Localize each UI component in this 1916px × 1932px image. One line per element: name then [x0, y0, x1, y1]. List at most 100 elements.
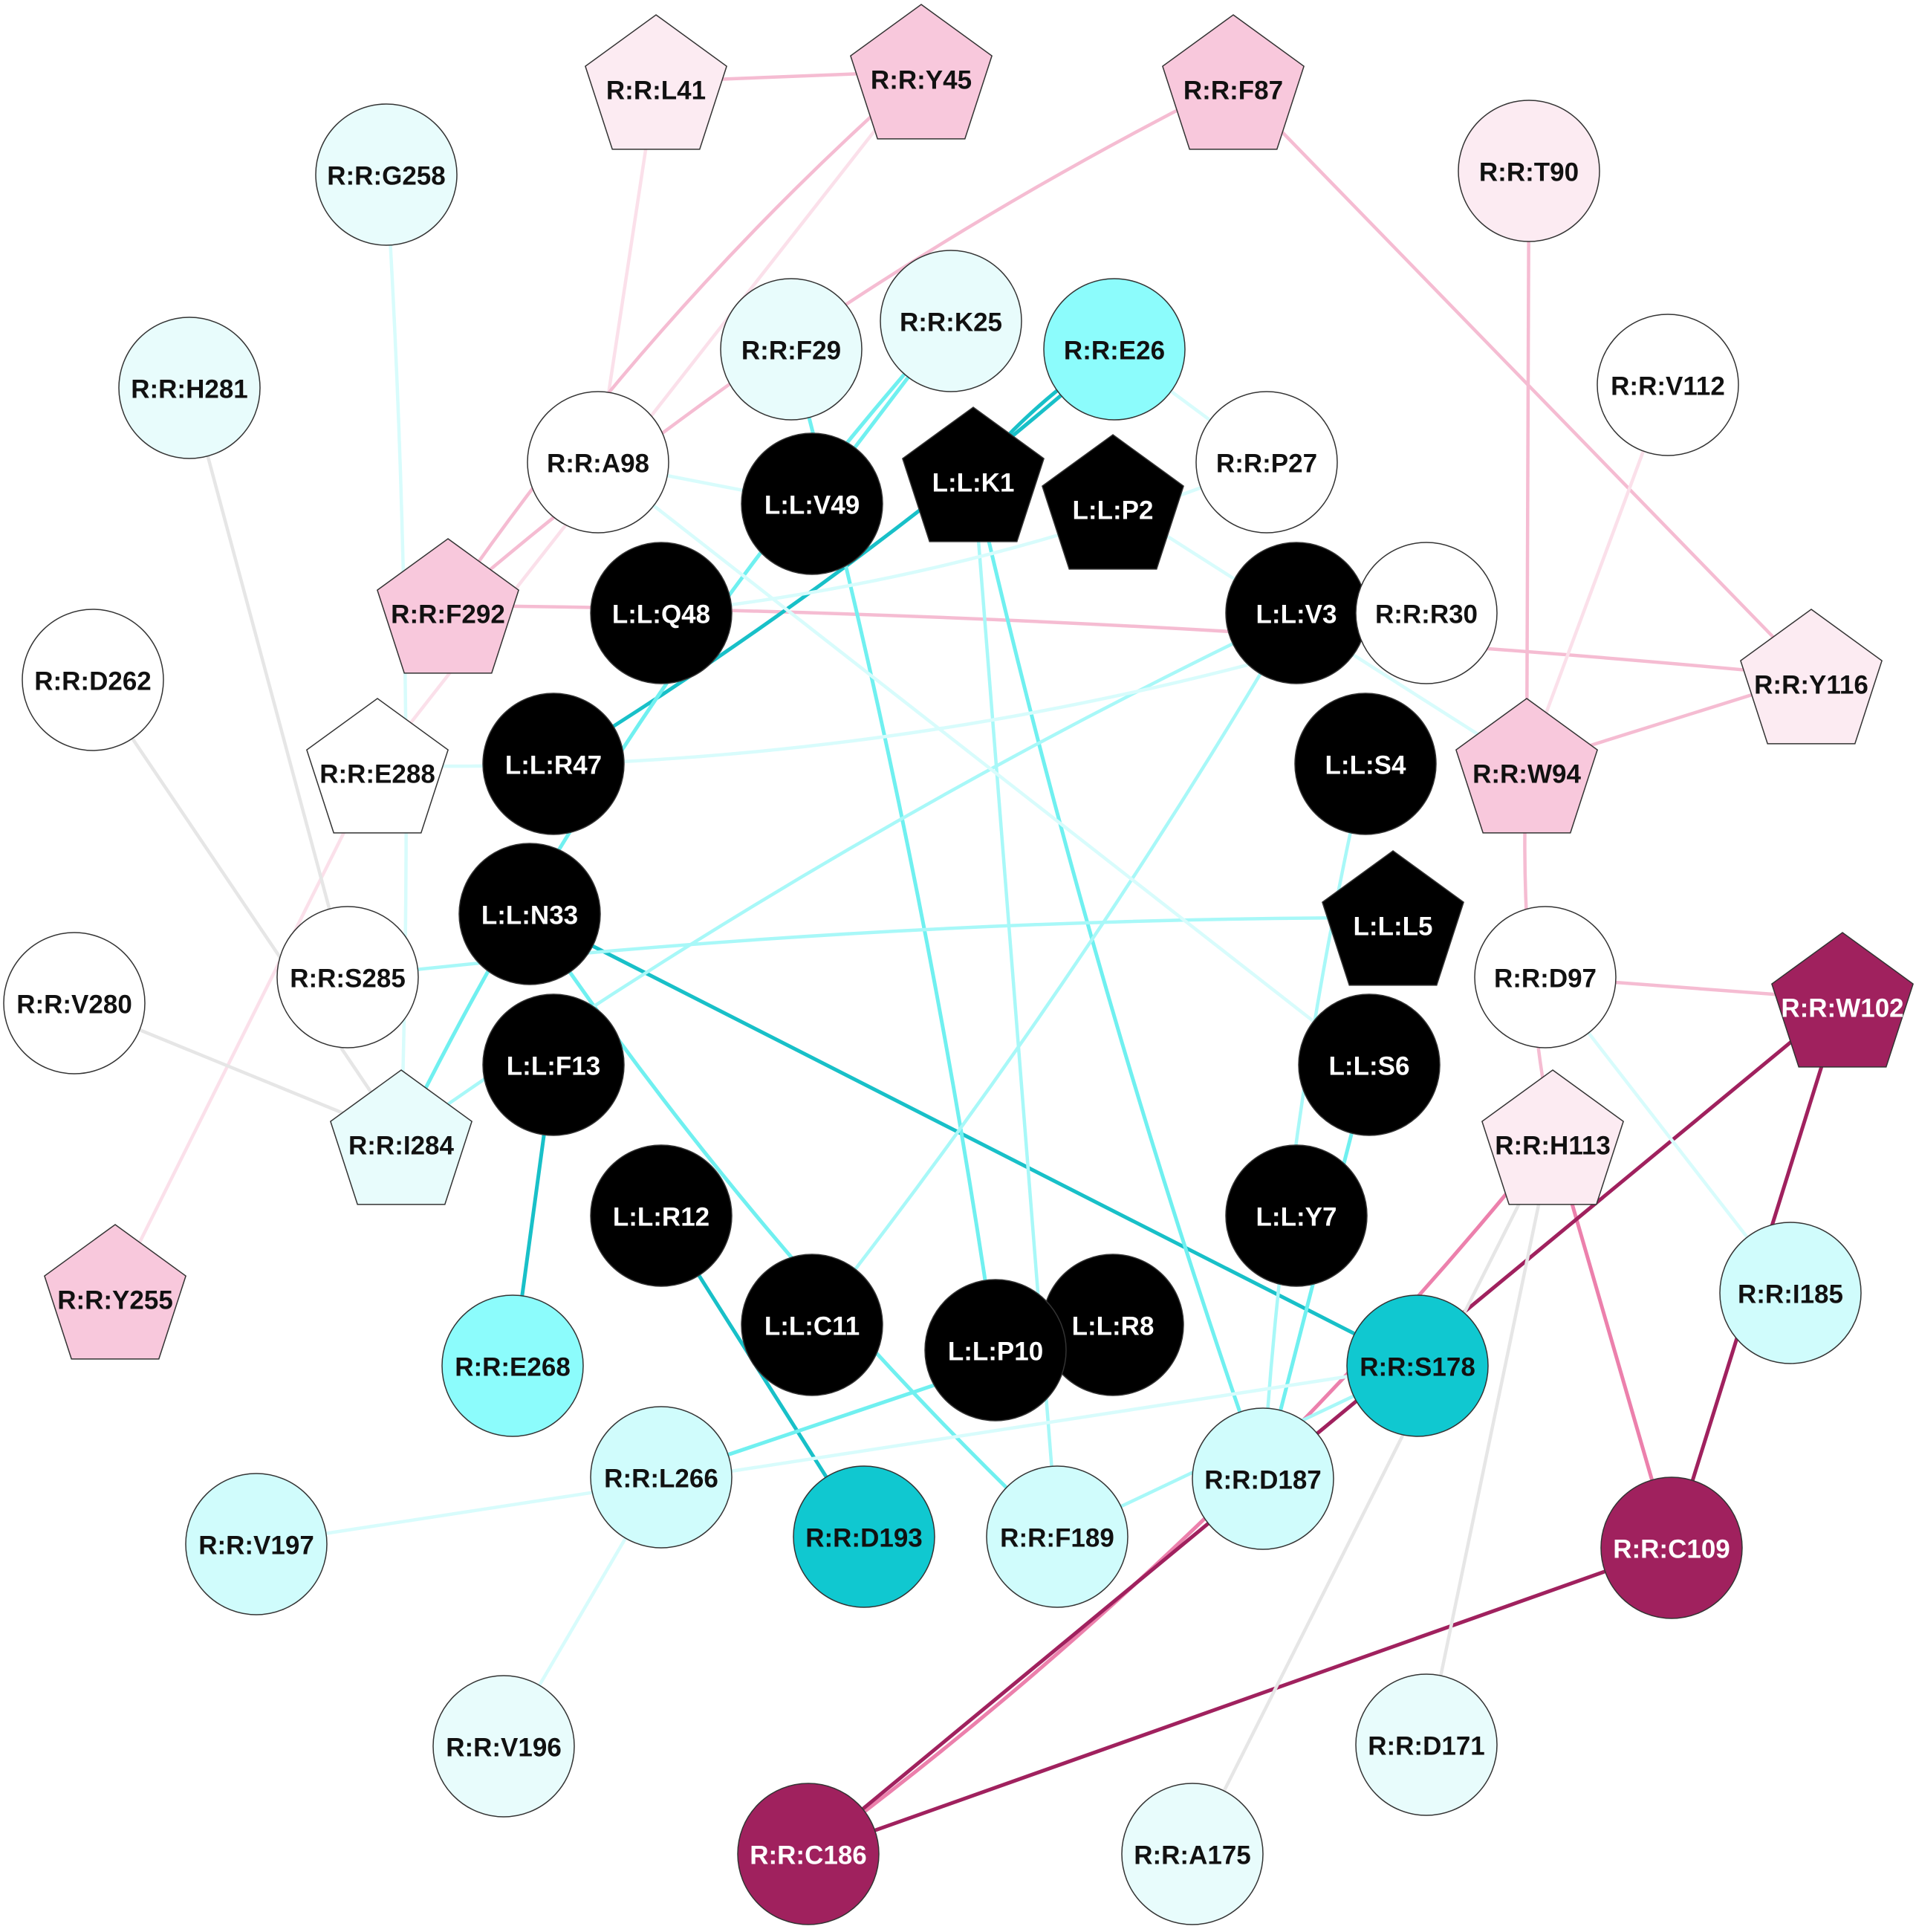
node-r-r-d262: R:R:D262	[22, 609, 164, 751]
node-l-l-p2: L:L:P2	[1042, 434, 1184, 570]
node-label: R:R:E268	[455, 1353, 571, 1382]
node-r-r-h113: R:R:H113	[1481, 1069, 1624, 1205]
circle-node-shape	[1043, 278, 1186, 421]
edge-r-r-c109-to-r-r-c186	[808, 1546, 1672, 1856]
node-label: R:R:D193	[805, 1524, 923, 1553]
node-label: R:R:C186	[750, 1841, 867, 1870]
node-label: R:R:W94	[1472, 760, 1581, 789]
node-r-r-c109: R:R:C109	[1600, 1476, 1743, 1619]
node-r-r-h281: R:R:H281	[118, 317, 261, 459]
node-label: R:R:D262	[34, 667, 152, 696]
node-r-r-s178: R:R:S178	[1346, 1294, 1489, 1437]
circle-node-shape	[880, 250, 1022, 392]
node-label: R:R:E26	[1064, 337, 1165, 366]
node-l-l-p10: L:L:P10	[924, 1279, 1067, 1422]
node-label: R:R:L41	[606, 77, 706, 106]
node-r-r-e26: R:R:E26	[1043, 278, 1186, 421]
node-r-r-k25: R:R:K25	[880, 250, 1022, 392]
node-r-r-f29: R:R:F29	[720, 278, 863, 421]
node-label: L:L:V49	[764, 491, 860, 520]
node-r-r-f292: R:R:F292	[377, 538, 519, 674]
pentagon-node-shape	[1740, 609, 1883, 745]
node-label: L:L:P10	[948, 1338, 1043, 1367]
edge-l-l-r47-to-r-r-e26	[552, 348, 1116, 766]
node-l-l-n33: L:L:N33	[458, 843, 601, 985]
node-r-r-a175: R:R:A175	[1121, 1783, 1264, 1925]
node-l-l-v3: L:L:V3	[1225, 542, 1368, 684]
circle-node-shape	[1195, 391, 1338, 534]
edge-l-l-v3-to-l-l-c11	[811, 612, 1298, 1326]
node-label: L:L:R12	[613, 1203, 709, 1232]
node-label: L:L:R8	[1072, 1312, 1155, 1341]
node-label: R:R:Y255	[57, 1286, 173, 1315]
node-r-r-f189: R:R:F189	[986, 1465, 1129, 1608]
node-r-r-g258: R:R:G258	[315, 103, 458, 246]
node-r-r-p27: R:R:P27	[1195, 391, 1338, 534]
node-label: R:R:I185	[1738, 1280, 1843, 1309]
circle-node-shape	[590, 1144, 733, 1287]
node-r-r-e288: R:R:E288	[306, 698, 449, 834]
edge-r-r-h281-to-r-r-s285	[187, 387, 350, 978]
node-l-l-r12: L:L:R12	[590, 1144, 733, 1287]
circle-node-shape	[986, 1465, 1129, 1608]
circle-node-shape	[432, 1675, 575, 1818]
node-r-r-w94: R:R:W94	[1455, 698, 1598, 834]
node-label: R:R:Y45	[871, 66, 972, 95]
node-r-r-d193: R:R:D193	[793, 1465, 935, 1608]
circle-node-shape	[1600, 1476, 1743, 1619]
edge-r-r-t90-to-r-r-w94	[1524, 170, 1531, 766]
node-label: R:R:D187	[1204, 1466, 1322, 1495]
pentagon-node-shape	[330, 1069, 472, 1205]
pentagon-node-shape	[1481, 1069, 1624, 1205]
node-r-r-d97: R:R:D97	[1474, 906, 1617, 1048]
circle-node-shape	[1474, 906, 1617, 1048]
node-r-r-e268: R:R:E268	[441, 1294, 584, 1437]
node-label: R:R:H113	[1495, 1132, 1611, 1161]
node-label: R:R:T90	[1479, 158, 1579, 187]
circle-node-shape	[1597, 314, 1739, 456]
node-label: R:R:F292	[391, 600, 505, 629]
node-l-l-q48: L:L:Q48	[590, 542, 733, 684]
edge-r-r-v197-to-r-r-s178	[256, 1364, 1418, 1546]
edge-r-r-y45-to-r-r-f292	[446, 70, 923, 607]
circle-node-shape	[458, 843, 601, 985]
node-label: R:R:P27	[1216, 450, 1317, 479]
circle-node-shape	[3, 932, 146, 1074]
node-label: R:R:W102	[1781, 994, 1903, 1023]
circle-node-shape	[185, 1473, 328, 1615]
node-label: L:L:C11	[764, 1312, 860, 1341]
circle-node-shape	[118, 317, 261, 459]
node-label: L:L:S6	[1329, 1052, 1410, 1081]
node-r-r-l41: R:R:L41	[585, 14, 727, 150]
node-label: R:R:F87	[1183, 77, 1283, 106]
node-label: R:R:F29	[741, 337, 841, 366]
node-label: R:R:R30	[1375, 600, 1478, 629]
circle-node-shape	[737, 1783, 880, 1925]
node-r-r-y255: R:R:Y255	[44, 1224, 186, 1360]
node-label: L:L:Y7	[1256, 1203, 1337, 1232]
circle-node-shape	[1121, 1783, 1264, 1925]
node-r-r-a98: R:R:A98	[527, 391, 669, 534]
node-label: L:L:N33	[481, 901, 578, 930]
node-label: R:R:I284	[348, 1132, 455, 1161]
circle-node-shape	[1294, 693, 1437, 835]
node-label: R:R:E288	[319, 760, 435, 789]
node-label: R:R:K25	[900, 308, 1002, 337]
node-r-r-v280: R:R:V280	[3, 932, 146, 1074]
node-r-r-y116: R:R:Y116	[1740, 609, 1883, 745]
circle-node-shape	[720, 278, 863, 421]
node-label: R:R:V280	[16, 991, 132, 1020]
node-label: L:L:K1	[932, 469, 1015, 498]
edge-r-r-k25-to-r-r-i284	[399, 320, 952, 1138]
circle-node-shape	[315, 103, 458, 246]
edge-r-r-e288-to-r-r-y255	[113, 764, 380, 1293]
nodes-layer: L:L:K1L:L:P2L:L:V3L:L:S4L:L:L5L:L:S6L:L:…	[3, 4, 1914, 1925]
pentagon-node-shape	[585, 14, 727, 150]
edge-l-l-k1-to-r-r-d187	[971, 473, 1265, 1479]
node-label: R:R:Y116	[1754, 671, 1868, 700]
pentagon-node-shape	[902, 406, 1045, 542]
node-r-r-f87: R:R:F87	[1162, 14, 1305, 150]
node-r-r-v196: R:R:V196	[432, 1675, 575, 1818]
node-label: R:R:C109	[1613, 1535, 1730, 1564]
